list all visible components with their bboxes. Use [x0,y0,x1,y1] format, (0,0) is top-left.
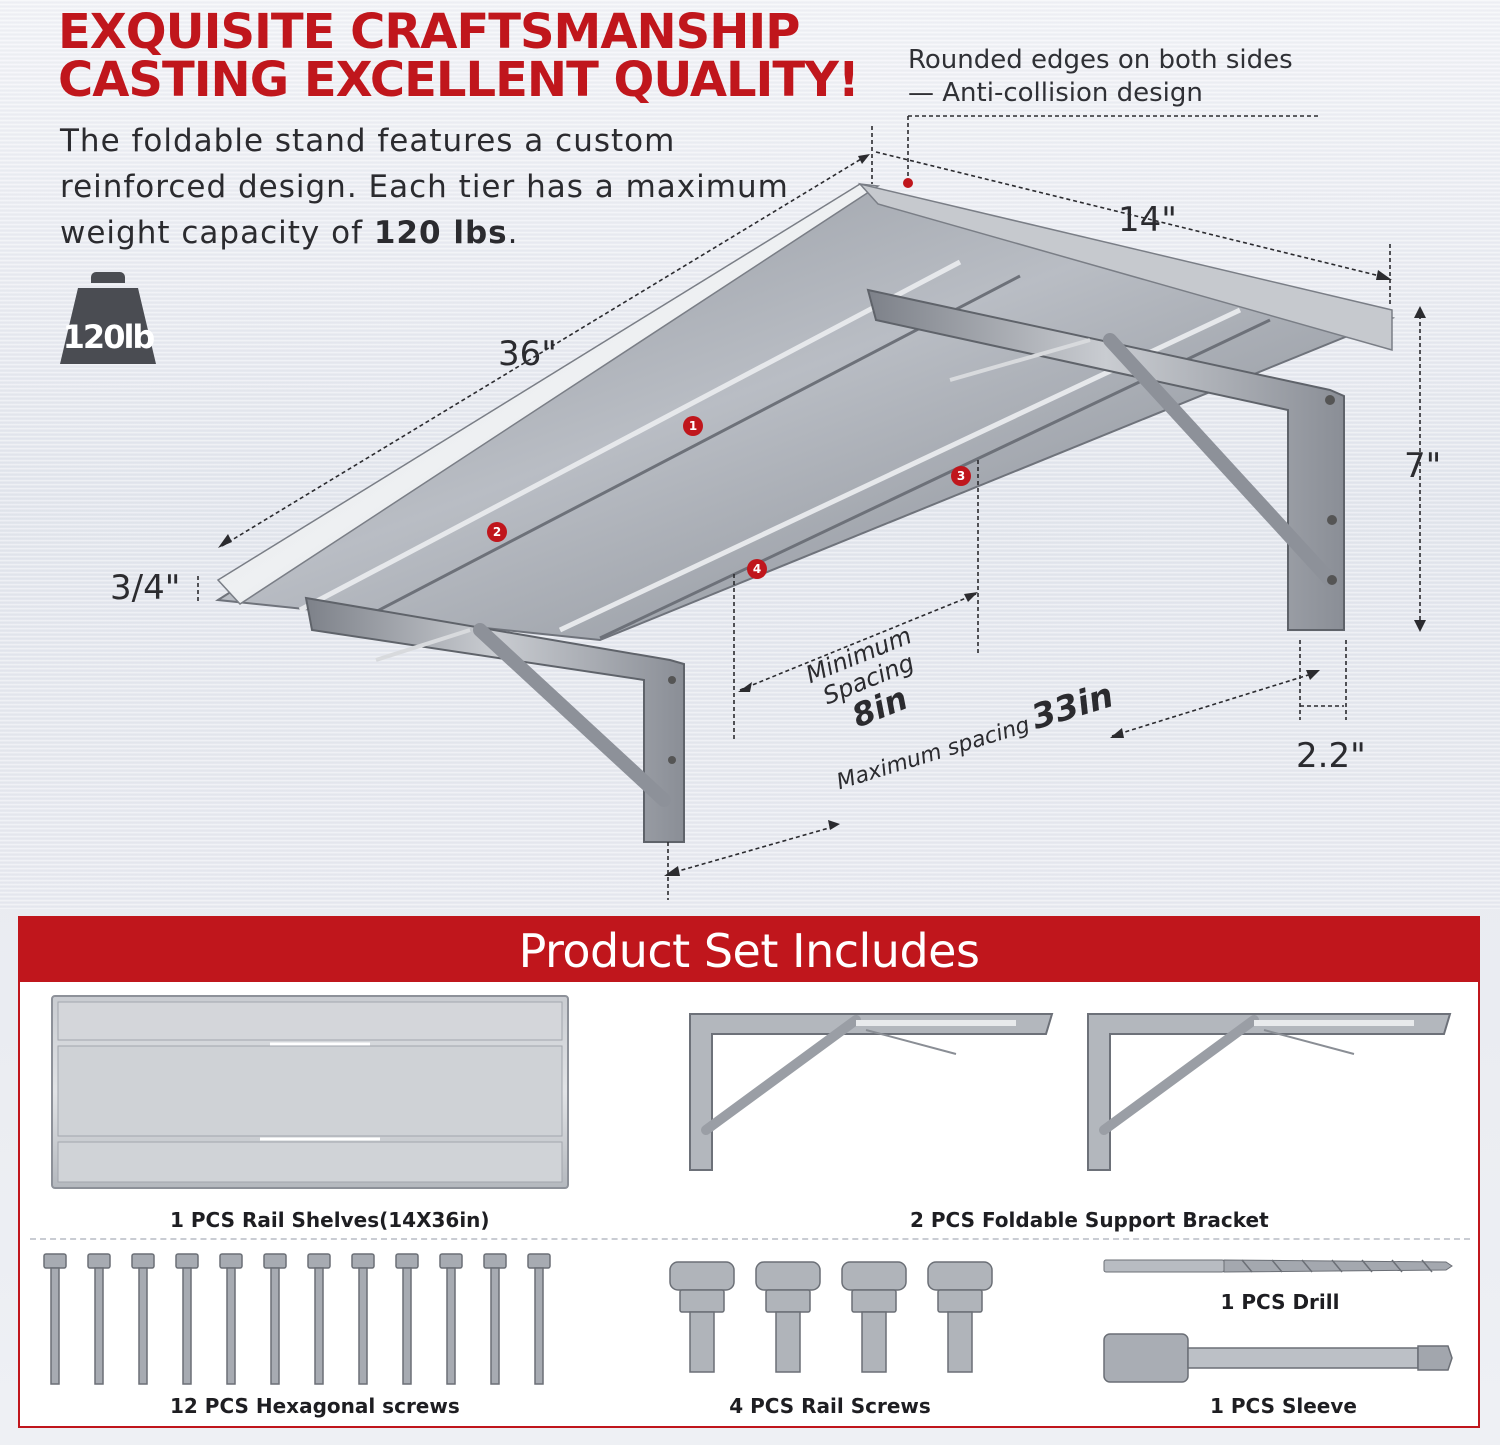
drill-icon [1103,1259,1453,1273]
headline-line-2: CASTING EXCELLENT QUALITY! [58,52,860,108]
panel-divider [30,1238,1470,1240]
headline-line-1: EXQUISITE CRAFTSMANSHIP [58,4,800,60]
product-set-title: Product Set Includes [518,924,980,978]
right-bracket [866,288,1345,631]
dimension-arrows [218,154,1426,876]
description-capacity: 120 lbs [373,215,508,251]
edge-marker-dot [903,178,913,188]
rail-screw-icon [669,1261,993,1373]
description-text: The foldable stand features a custom rei… [60,118,800,256]
length-label: 36" [498,334,557,374]
shelf-front-edge [216,183,881,605]
height-label: 7" [1404,446,1442,486]
edge-note-line-2: — Anti-collision design [908,78,1203,108]
edge-note: Rounded edges on both sides — Anti-colli… [908,44,1293,110]
bracket-offset-label: 2.2" [1296,736,1366,776]
bracket-icon-2 [1087,1013,1452,1171]
caption-support-bracket: 2 PCS Foldable Support Bracket [910,1208,1269,1232]
marker-2: 2 [487,522,507,542]
edge-note-line-1: Rounded edges on both sides [908,45,1293,75]
shelf-underside [215,186,1396,642]
thickness-label: 3/4" [110,568,181,608]
depth-label: 14" [1118,200,1177,240]
left-bracket [304,596,685,843]
dimension-lines [197,115,1421,900]
caption-rail-shelves: 1 PCS Rail Shelves(14X36in) [170,1208,490,1232]
sleeve-icon [1103,1333,1453,1383]
product-set-panel: Product Set Includes 1 PCS Rail Shelves(… [18,916,1480,1428]
weight-badge-label: 120lb [62,318,156,356]
bracket-icon [689,1013,1054,1171]
product-set-header: Product Set Includes [20,918,1478,982]
marker-3: 3 [951,466,971,486]
caption-hex-screws: 12 PCS Hexagonal screws [170,1394,460,1418]
shelf-side-edge [857,182,1393,351]
description-end: . [507,215,519,251]
weight-icon [60,272,156,364]
marker-4: 4 [747,559,767,579]
marker-1: 1 [683,416,703,436]
shelf-icon [51,995,569,1189]
shelf-illustration [197,115,1426,900]
description-main: The foldable stand features a custom rei… [60,123,789,251]
caption-drill: 1 PCS Drill [1220,1290,1340,1314]
caption-sleeve: 1 PCS Sleeve [1210,1394,1357,1418]
hex-screw-icon [43,1253,551,1385]
caption-rail-screws: 4 PCS Rail Screws [729,1394,931,1418]
